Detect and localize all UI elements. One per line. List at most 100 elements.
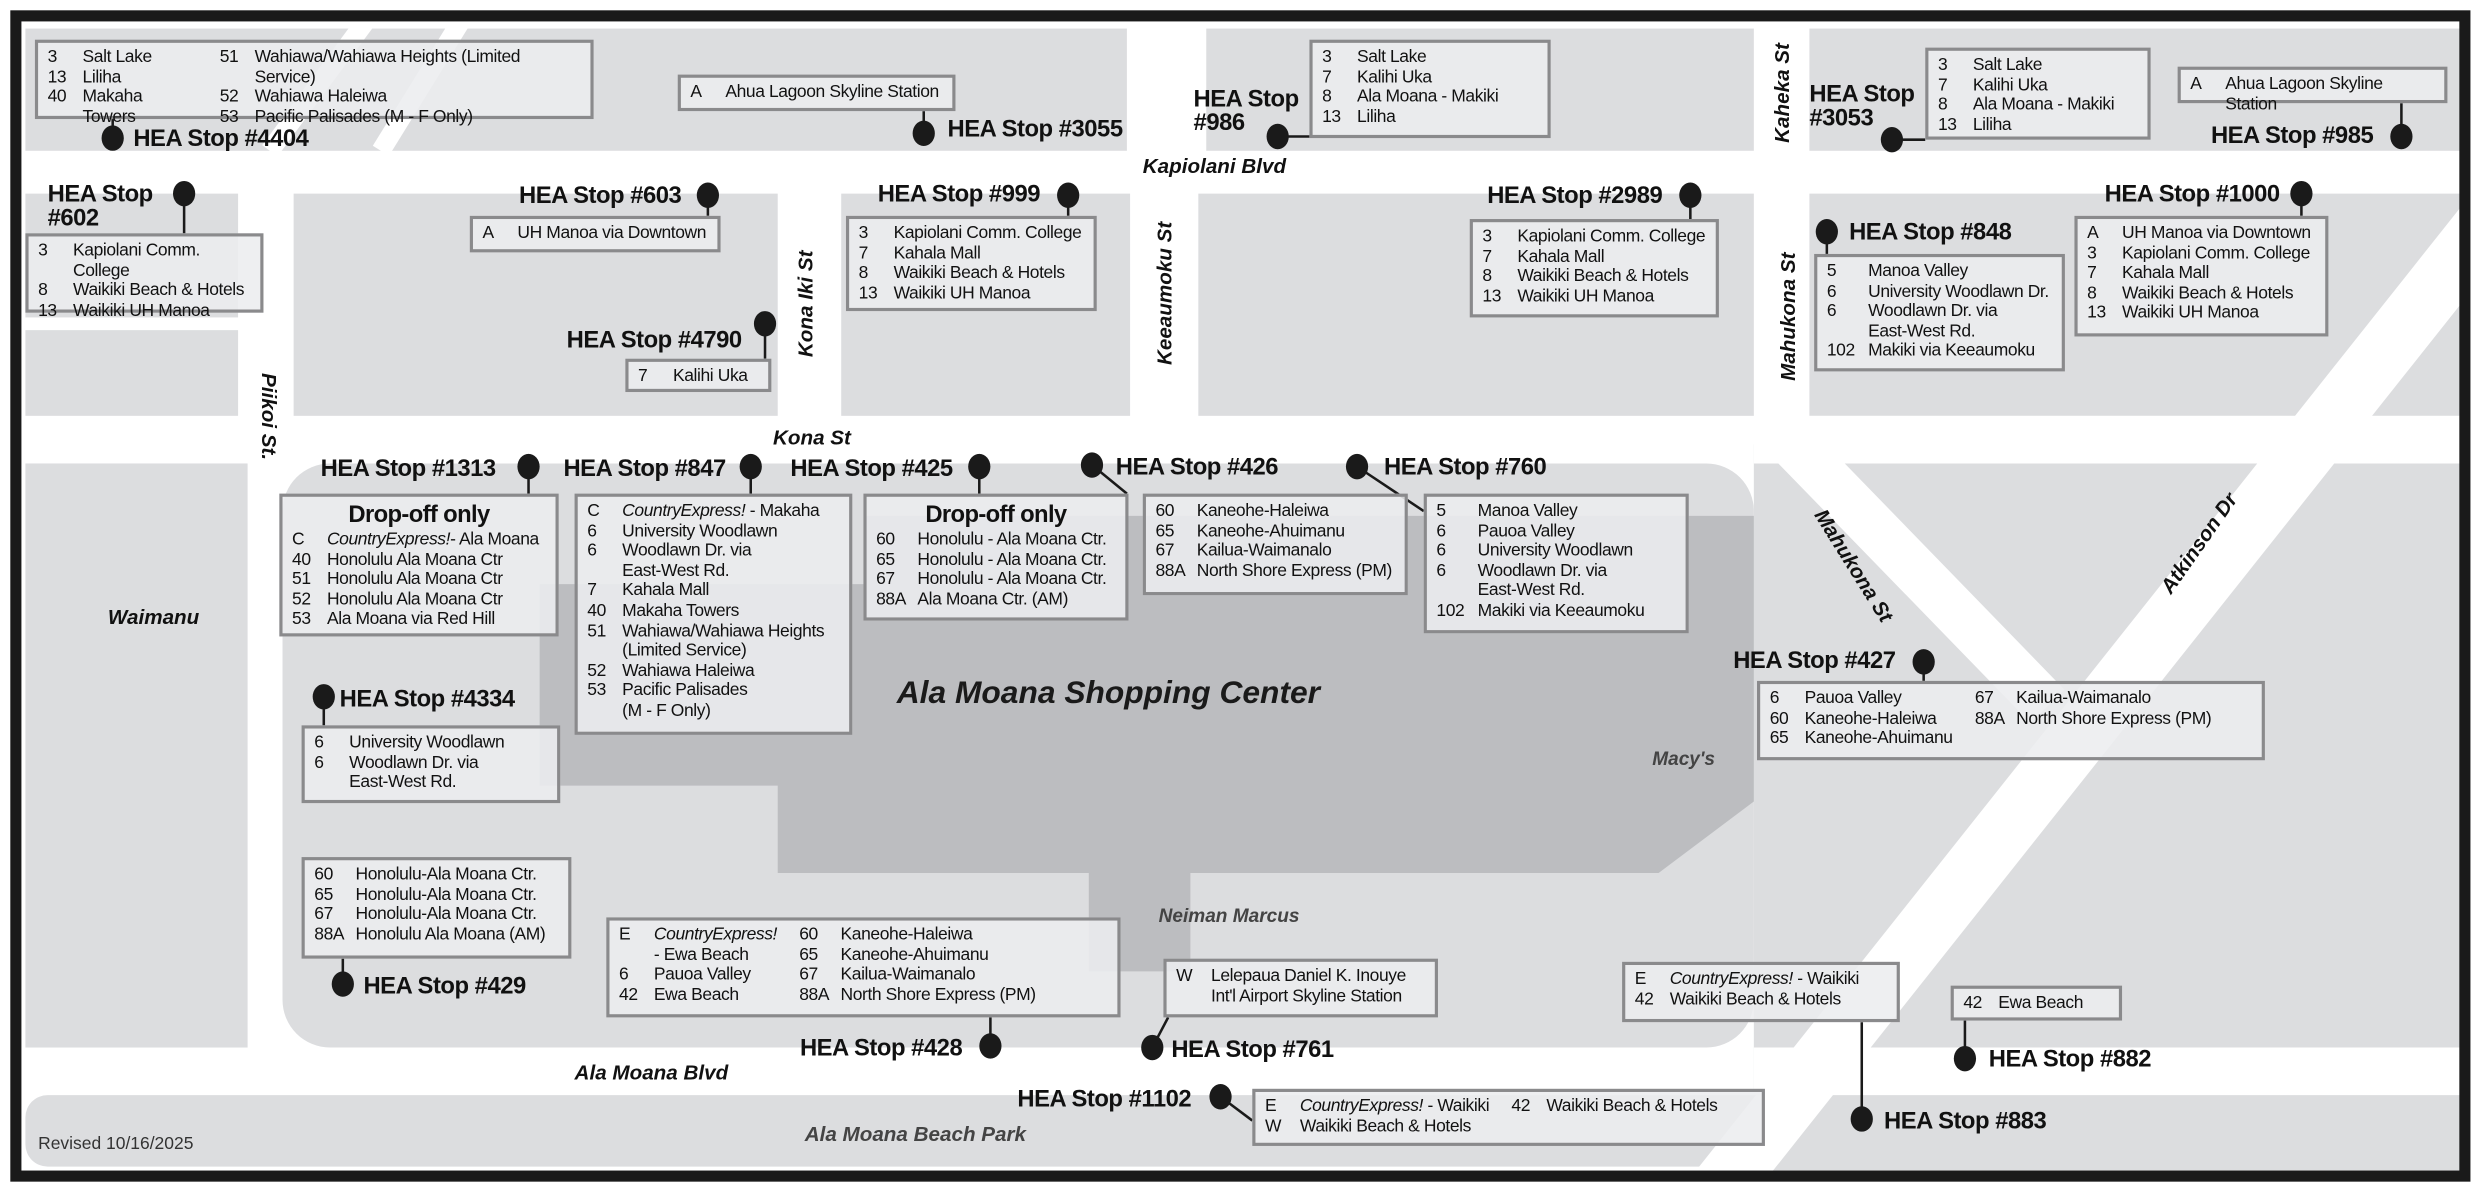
stop-label-425[interactable]: HEA Stop #425 — [790, 455, 953, 483]
stop-marker-3055[interactable] — [912, 120, 935, 147]
stop-label-1313[interactable]: HEA Stop #1313 — [320, 455, 497, 483]
stop-marker-999[interactable] — [1057, 182, 1080, 208]
stop-label-4334[interactable]: HEA Stop #4334 — [339, 685, 516, 713]
stop-label-760[interactable]: HEA Stop #760 — [1384, 453, 1547, 481]
stop-label-602[interactable]: HEA Stop #602 — [47, 180, 154, 232]
route-number: 65 — [314, 885, 333, 905]
stop-marker-848[interactable] — [1815, 219, 1838, 245]
route-destination: University Woodlawn — [1477, 541, 1634, 561]
stop-marker-985[interactable] — [2390, 123, 2413, 150]
stop-marker-882[interactable] — [1953, 1045, 1977, 1072]
route-destination: North Shore Express (PM) — [2016, 708, 2212, 728]
stop-marker-1000[interactable] — [2290, 180, 2313, 207]
route-destination: Waikiki Beach & Hotels — [2122, 283, 2294, 303]
route-number: 13 — [858, 283, 878, 303]
stop-marker-760[interactable] — [1345, 453, 1369, 480]
stop-label-3053[interactable]: HEA Stop #3053 — [1809, 80, 1915, 132]
stop-label-427[interactable]: HEA Stop #427 — [1733, 647, 1896, 675]
stop-label-883[interactable]: HEA Stop #883 — [1883, 1107, 2047, 1135]
route-number: 6 — [1826, 281, 1837, 301]
route-name: Kalihi Uka — [1357, 68, 1498, 88]
route-name: UH Manoa via Downtown — [2122, 224, 2311, 244]
stop-label-603[interactable]: HEA Stop #603 — [519, 182, 682, 210]
route-name: Kaneohe-Haleiwa — [1805, 709, 1953, 729]
stop-label-999[interactable]: HEA Stop #999 — [877, 180, 1041, 208]
stop-marker-2989[interactable] — [1679, 182, 1702, 208]
stop-marker-602[interactable] — [173, 180, 196, 207]
stop-label-428[interactable]: HEA Stop #428 — [799, 1034, 963, 1062]
stop-marker-1313[interactable] — [517, 453, 540, 480]
route-number: 60 — [799, 925, 818, 945]
stop-marker-4790[interactable] — [753, 311, 777, 337]
stop-label-986[interactable]: HEA Stop #986 — [1193, 85, 1300, 137]
stop-label-3055[interactable]: HEA Stop #3055 — [947, 115, 1124, 143]
route-name: Waikiki Beach & Hotels — [73, 281, 251, 301]
stop-label-429[interactable]: HEA Stop #429 — [363, 972, 526, 1000]
route-name: Woodlawn Dr. via East-West Rd. — [1868, 302, 2049, 342]
street-kona-st: Kona St — [772, 425, 851, 450]
stop-label-1000[interactable]: HEA Stop #1000 — [2104, 180, 2281, 208]
route-destination: Kaneohe-Ahuimanu — [840, 945, 989, 965]
stop-label-848[interactable]: HEA Stop #848 — [1849, 219, 2012, 247]
route-name: Ala Moana via Red Hill — [327, 610, 539, 630]
stop-marker-427[interactable] — [1912, 649, 1935, 675]
route-number: 3 — [38, 241, 48, 261]
stop-label-2989[interactable]: HEA Stop #2989 — [1487, 182, 1663, 210]
stop-marker-425[interactable] — [968, 453, 991, 480]
stop-marker-428[interactable] — [979, 1033, 1002, 1059]
stop-marker-603[interactable] — [696, 182, 719, 208]
stop-marker-986[interactable] — [1266, 123, 1289, 150]
route-destination: Kalihi Uka — [1972, 75, 2048, 95]
stop-label-761[interactable]: HEA Stop #761 — [1171, 1036, 1334, 1064]
route-service-name: CountryExpress! — [326, 530, 451, 550]
route-destination: Makaha Towers — [622, 601, 739, 621]
route-name: Waikiki Beach & Hotels — [1670, 990, 1859, 1010]
connector-line — [1356, 465, 1425, 513]
stop-marker-426[interactable] — [1080, 452, 1104, 478]
stop-label-4404[interactable]: HEA Stop #4404 — [133, 125, 309, 153]
stop-label-4790[interactable]: HEA Stop #4790 — [566, 326, 743, 354]
stop-marker-4404[interactable] — [101, 125, 124, 151]
route-number: 13 — [38, 301, 57, 321]
route-name: Kailua-Waimanalo — [2016, 689, 2211, 709]
route-destination: Woodlawn Dr. via East-West Rd. — [622, 541, 752, 581]
route-destination: Makaha Towers — [82, 87, 143, 127]
stop-marker-429[interactable] — [331, 971, 354, 997]
route-name: University Woodlawn Dr. — [1868, 282, 2049, 302]
route-name: Pacific Palisades (M - F Only) — [255, 108, 581, 128]
route-name: Kapiolani Comm. College — [894, 224, 1082, 244]
stop-label-426[interactable]: HEA Stop #426 — [1115, 453, 1279, 481]
stop-marker-761[interactable] — [1141, 1034, 1164, 1061]
route-number: 3 — [1937, 55, 1948, 75]
stop-label-847[interactable]: HEA Stop #847 — [563, 455, 726, 483]
stop-marker-847[interactable] — [739, 453, 762, 480]
stop-marker-4334[interactable] — [312, 684, 335, 710]
stop-marker-883[interactable] — [1850, 1106, 1873, 1132]
stop-marker-1102[interactable] — [1209, 1084, 1232, 1110]
stop-label-985[interactable]: HEA Stop #985 — [2210, 122, 2374, 150]
stop-label-1102[interactable]: HEA Stop #1102 — [1017, 1085, 1192, 1113]
stop-marker-3053[interactable] — [1880, 126, 1904, 153]
stop-label-882[interactable]: HEA Stop #882 — [1988, 1045, 2152, 1073]
route-number: 40 — [292, 550, 311, 570]
